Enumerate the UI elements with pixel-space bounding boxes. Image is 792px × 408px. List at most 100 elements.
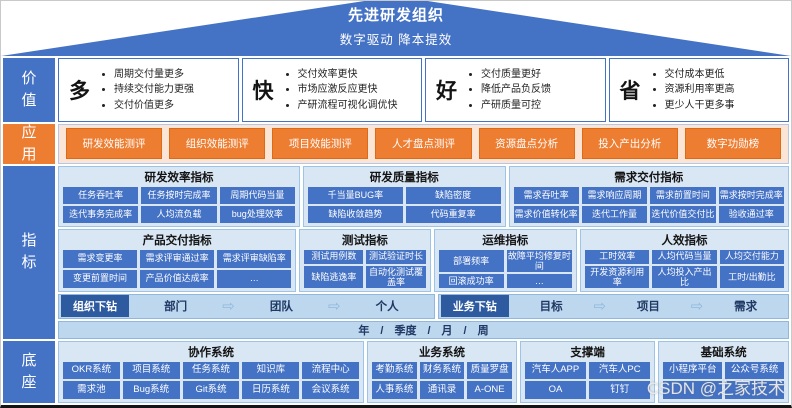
metric-section-title: 需求交付指标 — [614, 171, 684, 184]
metric-section-testing: 测试指标 测试用例数 测试验证时长 缺陷逃逸率 自动化测试覆盖率 — [299, 228, 431, 292]
metric-section-title: 研发质量指标 — [369, 171, 439, 184]
drill-org-bar: 组织下钻 部门 ⇨ 团队 ⇨ 个人 — [58, 293, 435, 319]
value-item: 资源利用率更高 — [665, 82, 735, 98]
base-cell: 财务系统 — [419, 361, 465, 380]
metric-cell: 工时/出勤比 — [719, 265, 784, 289]
drill-step: 需求 — [734, 301, 758, 313]
base-section-collaboration: 协作系统 OKR系统 项目系统 任务系统 知识库 流程中心 需求池 Bug系统 … — [58, 340, 365, 403]
base-cell: 知识库 — [242, 361, 300, 380]
metric-cell: 测试用例数 — [304, 249, 364, 264]
row-label-foundation: 底座 — [3, 340, 55, 403]
metric-section-title: 研发效率指标 — [144, 171, 214, 184]
base-section-support-clients: 支撑端 汽车人APP 汽车人PC OA 钉钉 — [519, 340, 656, 403]
value-box-more: 多 周期交付量更多 持续交付能力更强 交付价值更多 — [58, 58, 239, 122]
app-button-digital-honor-board[interactable]: 数字功勋榜 — [684, 128, 781, 159]
metric-cell: 任务吞吐率 — [63, 186, 139, 204]
base-section-title: 基础系统 — [700, 346, 747, 359]
metric-cell: 周期代码当量 — [219, 186, 295, 204]
drill-org-label: 组织下钻 — [61, 295, 129, 317]
page-title: 先进研发组织 — [347, 7, 444, 24]
base-section-title: 协作系统 — [188, 346, 235, 359]
metric-section-title: 运维指标 — [482, 234, 529, 247]
roof-banner: 先进研发组织 数字驱动 降本提效 — [1, 1, 791, 56]
value-item: 产研质量可控 — [481, 98, 551, 114]
base-cell: Git系统 — [182, 381, 240, 399]
application-row: 应用 研发效能测评 组织效能测评 项目效能测评 人才盘点测评 资源盘点分析 投入… — [3, 123, 789, 164]
value-item: 降低产品负反馈 — [481, 82, 551, 98]
value-key: 省 — [619, 79, 641, 103]
base-cell: 公众号系统 — [725, 361, 784, 380]
row-label-foundation-text: 底座 — [21, 352, 37, 391]
page-subtitle: 数字驱动 降本提效 — [339, 33, 453, 47]
metric-cell: bug处理效率 — [219, 205, 295, 223]
base-cell: 通讯录 — [419, 381, 465, 399]
metric-cell: 代码重复率 — [405, 205, 501, 223]
arrow-right-icon: ⇨ — [222, 297, 235, 315]
app-button-org-efficiency-review[interactable]: 组织效能测评 — [169, 128, 266, 159]
arrow-right-icon: ⇨ — [593, 297, 607, 315]
metric-section-product-delivery: 产品交付指标 需求变更率 需求评审通过率 需求评审缺陷率 变更前置时间 产品价值… — [58, 228, 297, 292]
metric-section-title: 人效指标 — [661, 234, 708, 247]
metric-cell: 产品价值达成率 — [140, 269, 215, 288]
drill-step: 项目 — [636, 301, 660, 313]
metric-section-human-efficiency: 人效指标 工时效率 人均代码当量 人均交付能力 开发资源利用率 人均投入产出比 … — [580, 228, 789, 292]
drill-step: 团队 — [269, 301, 293, 313]
base-cell: 日历系统 — [242, 381, 300, 399]
base-section-business: 业务系统 考勤系统 财务系统 质量罗盘 人事系统 通讯录 A-ONE — [367, 340, 517, 403]
value-item: 交付质量更好 — [481, 67, 551, 83]
metric-cell: 需求变更率 — [63, 249, 138, 268]
metric-cell: 人均代码当量 — [652, 249, 717, 264]
base-cell: 项目系统 — [122, 361, 180, 380]
arrow-right-icon: ⇨ — [327, 297, 341, 315]
metric-cell: 变更前置时间 — [63, 269, 138, 288]
metric-cell: 部署频率 — [438, 249, 504, 273]
metric-section-operations: 运维指标 部署频率 故障平均修复时间 回滚成功率 … — [433, 228, 578, 292]
base-cell: 考勤系统 — [372, 361, 417, 380]
value-item: 交付成本更低 — [665, 67, 735, 83]
metric-cell: 迭代价值交付比 — [650, 205, 716, 223]
value-key: 好 — [436, 79, 457, 103]
row-label-value: 价值 — [3, 58, 55, 122]
metric-cell: 人均交付能力 — [719, 249, 784, 264]
metric-section-req-delivery: 需求交付指标 需求吞吐率 需求响应周期 需求前置时间 需求按时完成率 需求价值转… — [508, 165, 789, 227]
arrow-right-icon: ⇨ — [690, 297, 704, 315]
metric-cell: 需求价值转化率 — [513, 205, 579, 223]
base-section-title: 业务系统 — [418, 346, 465, 359]
base-cell: 小程序平台 — [663, 361, 723, 380]
metric-cell: 迭代工作量 — [581, 205, 648, 223]
metric-section-rd-efficiency: 研发效率指标 任务吞吐率 任务按时完成率 周期代码当量 迭代事务完成率 人均流负… — [58, 165, 300, 227]
drill-step: 个人 — [375, 301, 399, 313]
app-button-resource-analysis[interactable]: 资源盘点分析 — [478, 128, 575, 159]
base-section-basic-systems: 基础系统 小程序平台 公众号系统 — [658, 340, 789, 403]
foundation-row: 底座 协作系统 OKR系统 项目系统 任务系统 知识库 流程中心 需求池 Bug… — [3, 340, 789, 403]
metric-cell: 自动化测试覆盖率 — [366, 265, 426, 289]
app-button-rd-efficiency-review[interactable]: 研发效能测评 — [66, 128, 163, 159]
metric-cell: 回滚成功率 — [438, 274, 504, 289]
metric-cell: 验收通过率 — [718, 205, 784, 223]
app-button-roi-analysis[interactable]: 投入产出分析 — [581, 128, 678, 159]
base-cell: OKR系统 — [63, 361, 120, 380]
app-button-talent-review[interactable]: 人才盘点测评 — [375, 128, 472, 159]
metric-cell: 需求吞吐率 — [513, 186, 579, 204]
value-item: 交付效率更快 — [298, 67, 398, 83]
metric-cell: 千当量BUG率 — [307, 186, 403, 204]
metric-cell: 需求前置时间 — [650, 186, 716, 204]
row-label-metrics-text: 指标 — [21, 232, 37, 271]
value-item: 市场应激反应更快 — [298, 82, 398, 98]
row-label-value-text: 价值 — [21, 70, 37, 109]
value-row: 价值 多 周期交付量更多 持续交付能力更强 交付价值更多 快 交付效率更快 市场… — [3, 58, 789, 122]
metric-section-title: 测试指标 — [341, 234, 388, 247]
metric-cell: 需求评审缺陷率 — [217, 249, 292, 268]
app-button-project-efficiency-review[interactable]: 项目效能测评 — [272, 128, 369, 159]
value-key: 快 — [252, 79, 274, 103]
metric-cell: 缺陷逃逸率 — [304, 265, 364, 289]
metric-cell: 迭代事务完成率 — [63, 205, 139, 223]
time-scale-bar: 年 / 季度 / 月 / 周 — [58, 320, 789, 339]
base-cell — [725, 381, 784, 399]
drill-step: 目标 — [539, 301, 563, 313]
value-box-fast: 快 交付效率更快 市场应激反应更快 产研流程可视化调优快 — [241, 58, 422, 122]
metric-cell: 需求响应周期 — [581, 186, 648, 204]
base-section-title: 支撑端 — [570, 346, 605, 359]
value-box-save: 省 交付成本更低 资源利用率更高 更少人干更多事 — [608, 58, 789, 122]
